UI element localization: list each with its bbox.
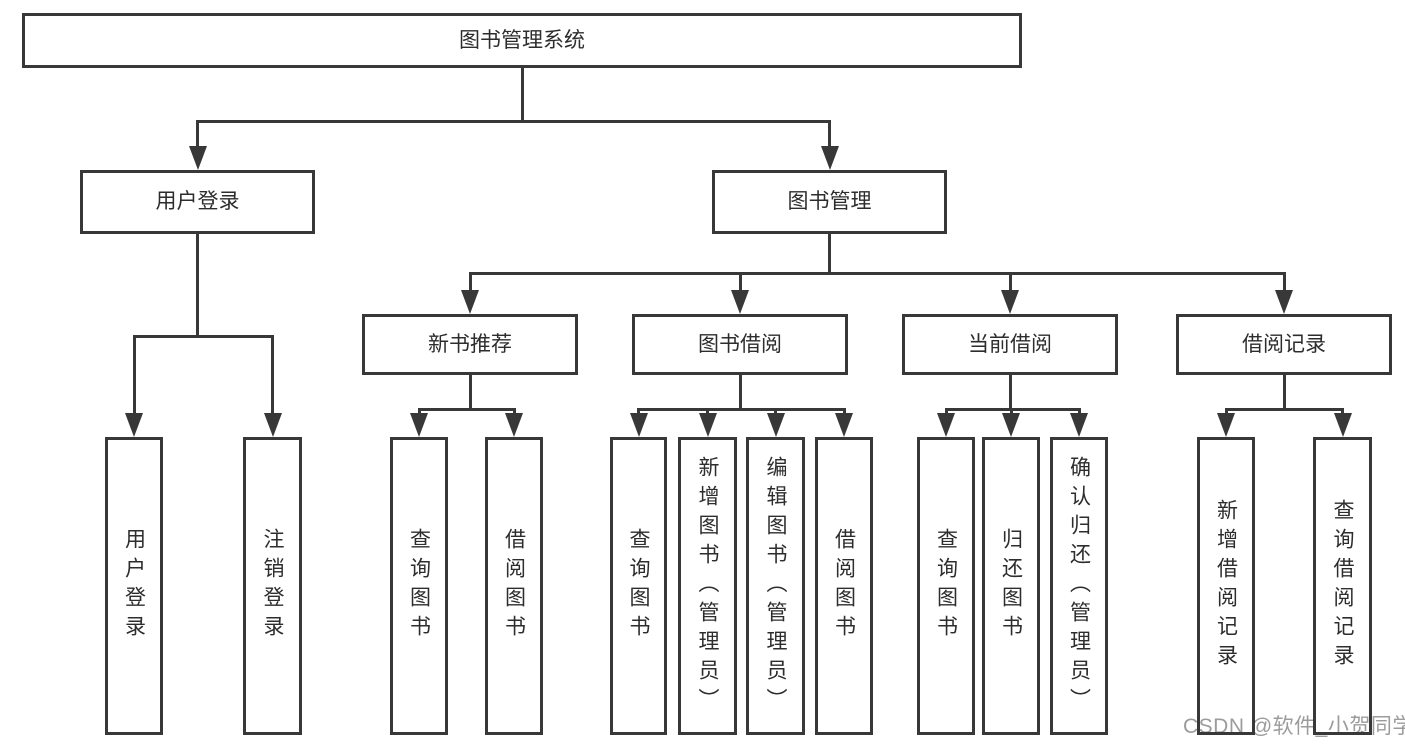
box-leaf-query-book-1: 查询图书 <box>390 437 448 735</box>
box-label-new-book-rec: 新书推荐 <box>428 332 512 356</box>
arrow-down-icon <box>1333 413 1352 437</box>
box-label-leaf-query-record: 查询借阅记录 <box>1331 499 1354 673</box>
box-leaf-query-record: 查询借阅记录 <box>1313 437 1372 735</box>
box-leaf-query-book-2: 查询图书 <box>610 437 667 735</box>
box-leaf-return-book: 归还图书 <box>982 437 1040 735</box>
box-label-leaf-edit-book: 编辑图书（管理员） <box>764 455 787 717</box>
box-label-leaf-add-record: 新增借阅记录 <box>1214 499 1238 673</box>
connector-line <box>637 408 640 417</box>
connector-line <box>1224 408 1228 417</box>
arrow-down-icon <box>835 413 853 437</box>
connector-line <box>196 120 831 123</box>
connector-line <box>1009 408 1013 417</box>
arrow-down-icon <box>629 413 648 437</box>
box-leaf-add-book: 新增图书（管理员） <box>678 437 737 735</box>
connector-line <box>1282 272 1286 294</box>
connector-line <box>828 234 831 275</box>
arrow-down-icon <box>188 146 207 170</box>
arrow-down-icon <box>461 290 479 314</box>
box-new-book-rec: 新书推荐 <box>362 314 578 375</box>
box-label-root: 图书管理系统 <box>459 28 585 52</box>
box-label-book-mgmt: 图书管理 <box>787 190 872 214</box>
connector-line <box>1008 272 1012 294</box>
connector-line <box>944 408 1081 411</box>
arrow-down-icon <box>1217 413 1235 437</box>
box-leaf-edit-book: 编辑图书（管理员） <box>746 437 805 735</box>
box-label-leaf-logout: 注销登录 <box>261 528 284 644</box>
box-leaf-confirm-return: 确认归还（管理员） <box>1050 437 1108 735</box>
connector-line <box>520 68 524 123</box>
connector-line <box>1282 375 1286 411</box>
arrow-down-icon <box>505 413 523 437</box>
arrow-down-icon <box>698 413 717 437</box>
connector-line <box>842 408 846 417</box>
connector-line <box>512 408 516 417</box>
arrow-down-icon <box>125 413 143 437</box>
box-leaf-add-record: 新增借阅记录 <box>1197 437 1255 735</box>
box-current-borrow: 当前借阅 <box>902 314 1118 375</box>
box-label-leaf-return-book: 归还图书 <box>999 528 1023 644</box>
arrow-down-icon <box>1002 413 1020 437</box>
connector-line <box>738 375 742 411</box>
connector-line <box>637 408 846 411</box>
connector-line <box>1077 408 1081 417</box>
box-label-leaf-query-book-2: 查询图书 <box>627 528 650 644</box>
arrow-down-icon <box>1070 413 1088 437</box>
box-label-leaf-borrow-book-1: 借阅图书 <box>502 528 526 644</box>
box-book-borrow: 图书借阅 <box>632 314 848 375</box>
box-label-user-login: 用户登录 <box>155 190 240 214</box>
box-label-current-borrow: 当前借阅 <box>968 332 1052 356</box>
box-borrow-record: 借阅记录 <box>1176 314 1392 375</box>
arrow-down-icon <box>766 413 785 437</box>
connector-line <box>1341 408 1344 417</box>
box-label-leaf-user-login: 用户登录 <box>122 528 146 644</box>
box-label-book-borrow: 图书借阅 <box>698 332 782 356</box>
box-leaf-logout: 注销登录 <box>243 437 302 735</box>
arrow-down-icon <box>1001 290 1019 314</box>
box-leaf-user-login: 用户登录 <box>105 437 163 735</box>
connector-line <box>196 120 199 150</box>
box-leaf-query-book-3: 查询图书 <box>917 437 975 735</box>
arrow-down-icon <box>820 146 839 170</box>
box-book-mgmt: 图书管理 <box>712 170 947 234</box>
box-label-leaf-query-book-1: 查询图书 <box>407 528 431 644</box>
connector-line <box>944 408 948 417</box>
connector-line <box>417 408 421 417</box>
arrow-down-icon <box>410 413 428 437</box>
box-label-leaf-add-book: 新增图书（管理员） <box>696 455 719 717</box>
arrow-down-icon <box>1275 290 1293 314</box>
arrow-down-icon <box>263 413 282 437</box>
connector-line <box>132 335 136 417</box>
arrow-down-icon <box>937 413 955 437</box>
connector-line <box>738 272 742 294</box>
connector-line <box>706 408 709 417</box>
box-label-leaf-borrow-book-2: 借阅图书 <box>832 528 856 644</box>
arrow-down-icon <box>731 290 749 314</box>
connector-line <box>468 272 1286 275</box>
connector-line <box>196 234 199 338</box>
box-root: 图书管理系统 <box>22 13 1022 68</box>
connector-line <box>271 335 274 417</box>
box-user-login: 用户登录 <box>80 170 315 234</box>
box-leaf-borrow-book-1: 借阅图书 <box>485 437 543 735</box>
connector-line <box>1224 408 1344 411</box>
connector-line <box>468 375 472 411</box>
connector-line <box>417 408 516 411</box>
box-label-leaf-query-book-3: 查询图书 <box>934 528 958 644</box>
box-label-leaf-confirm-return: 确认归还（管理员） <box>1067 455 1091 717</box>
connector-line <box>774 408 777 417</box>
connector-line <box>828 120 831 150</box>
connector-line <box>468 272 472 294</box>
box-leaf-borrow-book-2: 借阅图书 <box>815 437 873 735</box>
connector-line <box>1008 375 1012 411</box>
box-label-borrow-record: 借阅记录 <box>1242 332 1326 356</box>
connector-line <box>132 335 274 338</box>
